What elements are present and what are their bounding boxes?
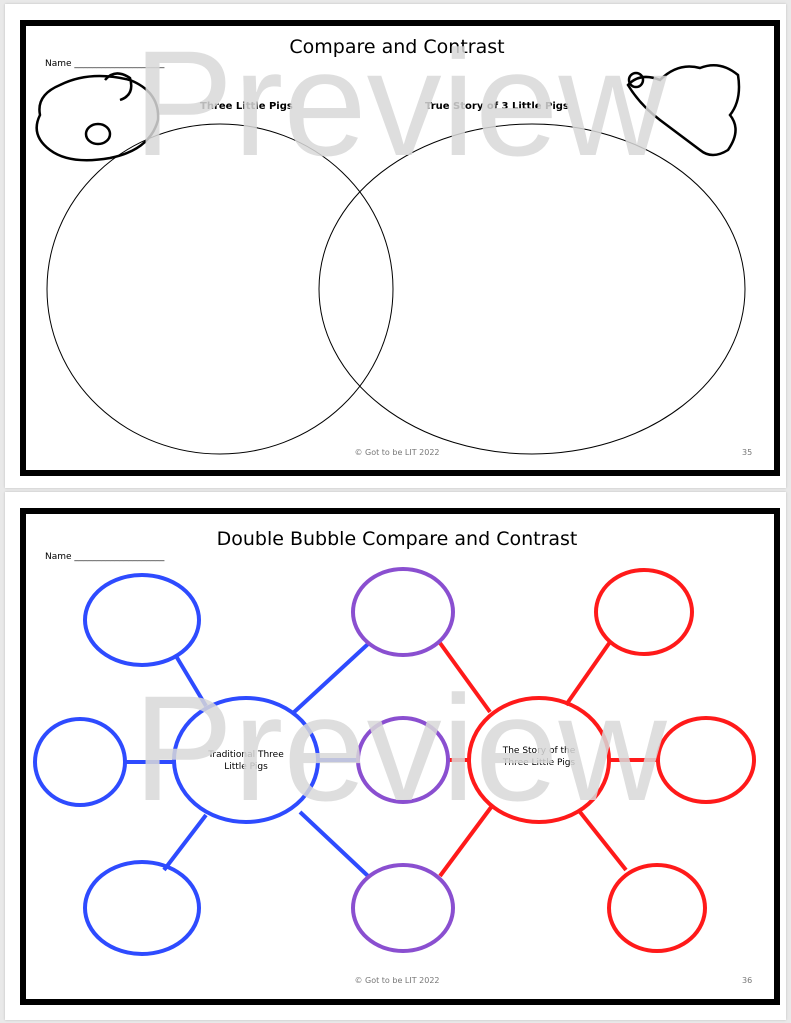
red-connectors <box>438 640 658 878</box>
right-bubble-3 <box>607 863 707 953</box>
page-title: Double Bubble Compare and Contrast <box>217 528 578 550</box>
right-bubble-2 <box>656 716 756 804</box>
left-bubble-3 <box>83 860 201 956</box>
left-center-label-line1: Traditional Three <box>207 750 284 760</box>
left-center-bubble <box>172 696 320 824</box>
wolf-icon <box>626 63 741 157</box>
blue-connectors <box>125 642 370 878</box>
right-center-label-line2: Three Little Pigs <box>502 758 576 768</box>
shared-bubble-1 <box>351 567 455 657</box>
worksheet-page-venn: Compare and Contrast Name ______________… <box>5 4 786 488</box>
venn-left-circle <box>46 123 394 455</box>
page-title: Compare and Contrast <box>289 36 504 58</box>
shared-bubble-2 <box>356 716 450 804</box>
name-field: Name ____________________ <box>45 59 165 69</box>
right-center-bubble <box>467 696 611 824</box>
venn-left-label: Three Little Pigs <box>200 101 293 112</box>
preview-watermark: Preview <box>133 664 667 832</box>
page-number: 36 <box>742 976 752 985</box>
page-border <box>20 20 780 476</box>
shared-bubble-3 <box>351 863 455 953</box>
preview-watermark: Preview <box>133 19 667 187</box>
left-center-label-line2: Little Pigs <box>224 762 268 772</box>
name-field: Name ____________________ <box>45 552 165 562</box>
left-bubble-2 <box>33 717 127 807</box>
page-border <box>20 508 780 1005</box>
venn-right-circle <box>318 123 746 455</box>
venn-right-label: True Story of 3 Little Pigs <box>425 101 569 112</box>
page-number: 35 <box>742 448 752 457</box>
left-bubble-1 <box>83 573 201 667</box>
footer-copyright: © Got to be LIT 2022 <box>354 976 439 985</box>
pig-icon <box>35 72 160 162</box>
right-bubble-1 <box>594 568 694 656</box>
footer-copyright: © Got to be LIT 2022 <box>354 448 439 457</box>
worksheet-page-double-bubble: Double Bubble Compare and Contrast Name … <box>5 492 786 1020</box>
right-center-label-line1: The Story of the <box>502 746 576 756</box>
